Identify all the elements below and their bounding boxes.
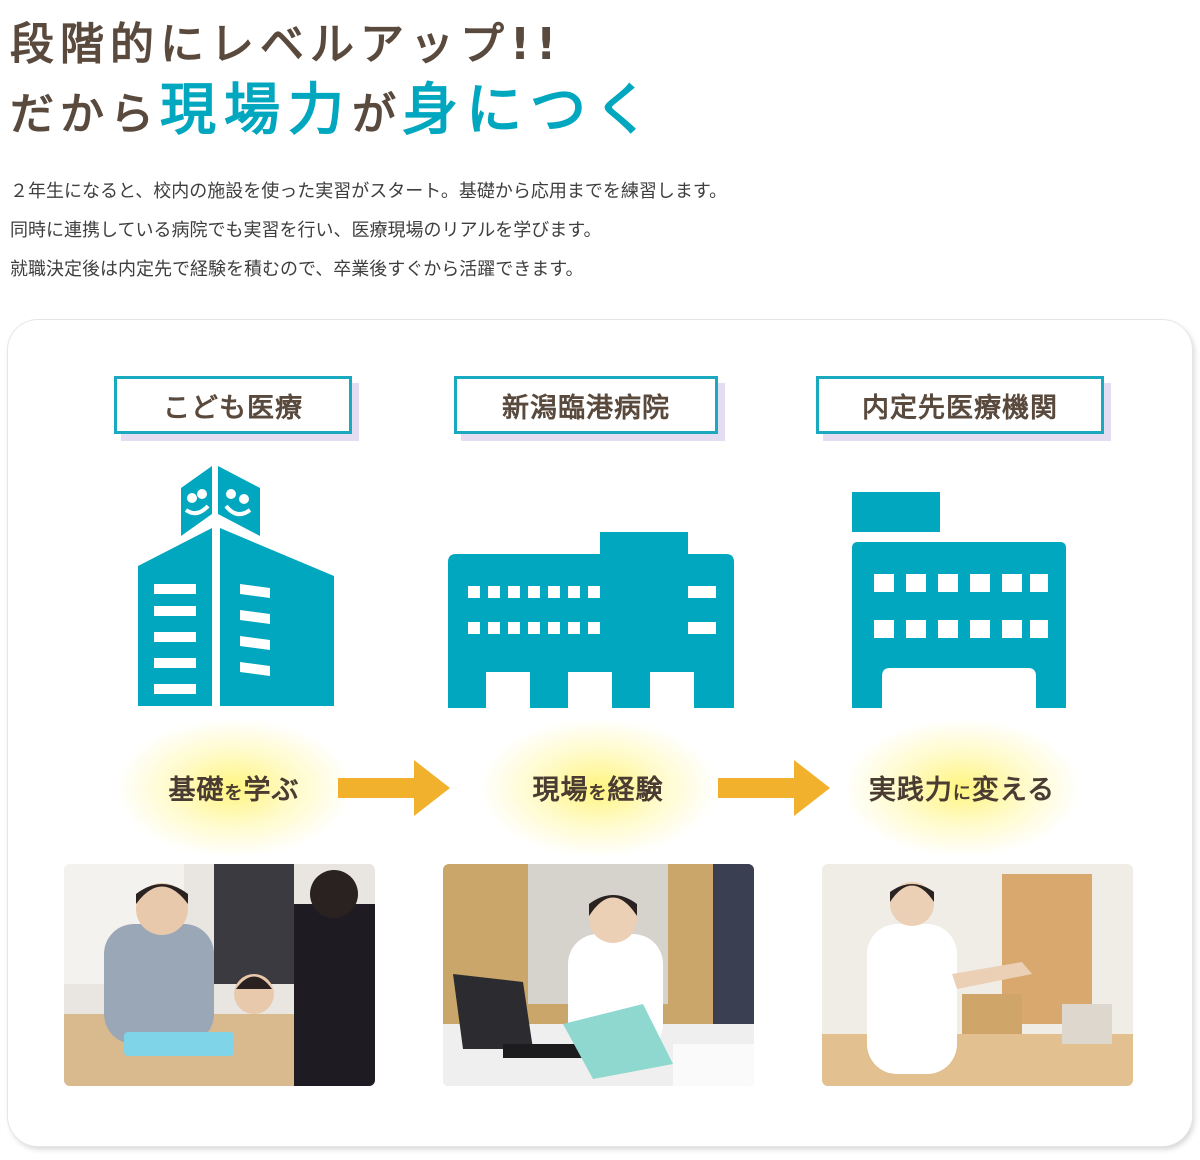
intro-line: 同時に連携している病院でも実習を行い、医療現場のリアルを学びます。: [10, 220, 602, 241]
step-text-main: 現場: [532, 775, 589, 806]
step-label-naitei-saki: 内定先医療機関: [816, 376, 1104, 434]
headline: 段階的にレベルアップ!! だから現場力が身につく: [10, 14, 658, 146]
intro-line: 就職決定後は内定先で経験を積むので、卒業後すぐから活躍できます。: [10, 259, 584, 280]
step-text-kiso: 基礎を学ぶ: [84, 768, 384, 807]
step-text-main: 学ぶ: [243, 775, 300, 806]
step-text-particle: を: [588, 783, 608, 804]
steps-card: こども医療 基礎を学ぶ: [8, 320, 1192, 1146]
step-glow: [478, 718, 718, 858]
step-label-niigata-rinko: 新潟臨港病院: [454, 376, 718, 434]
step-glow: [114, 718, 354, 858]
photo-naitei-saki: [822, 864, 1133, 1086]
headline-line2-mid: が: [352, 89, 402, 140]
step-text-main: 変える: [971, 775, 1056, 806]
arrow-right-icon: [338, 760, 450, 816]
headline-line2-pre: だから: [10, 89, 160, 140]
step-glow: [842, 718, 1082, 858]
step-text-particle: に: [952, 783, 972, 804]
intro-text: ２年生になると、校内の施設を使った実習がスタート。基礎から応用までを練習します。…: [10, 172, 727, 289]
photo-niigata-rinko-scene: [443, 864, 754, 1086]
headline-line2: だから現場力が身につく: [10, 80, 658, 146]
arrow-right-icon: [718, 760, 830, 816]
photo-kodomo-iryo-scene: [64, 864, 375, 1086]
photo-naitei-saki-scene: [822, 864, 1133, 1086]
step-text-particle: を: [224, 783, 244, 804]
headline-accent-minitsuku: 身につく: [402, 78, 658, 143]
step-text-main: 基礎: [168, 775, 225, 806]
headline-accent-genbaryoku: 現場力: [160, 78, 352, 143]
step-label-kodomo-iryo: こども医療: [114, 376, 352, 434]
hospital-building-icon: [448, 532, 734, 708]
step-text-main: 実践力: [868, 775, 953, 806]
clinic-building-icon: [852, 492, 1066, 708]
step-text-jissenryoku: 実践力に変える: [812, 768, 1112, 807]
photo-niigata-rinko: [443, 864, 754, 1086]
step-text-main: 経験: [607, 775, 664, 806]
children-hospital-building-icon: [138, 466, 334, 706]
step-text-genba: 現場を経験: [448, 768, 748, 807]
headline-line1: 段階的にレベルアップ!!: [10, 19, 563, 70]
intro-line: ２年生になると、校内の施設を使った実習がスタート。基礎から応用までを練習します。: [10, 181, 728, 202]
photo-kodomo-iryo: [64, 864, 375, 1086]
